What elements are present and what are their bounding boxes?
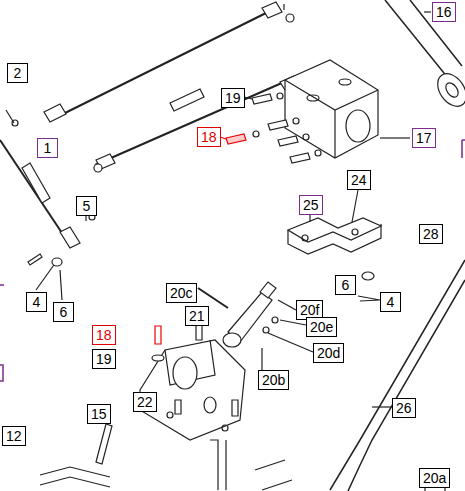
callout-number: 21 bbox=[185, 306, 209, 326]
callout-number: 20a bbox=[419, 468, 450, 488]
callout-number: 4 bbox=[26, 292, 47, 312]
callout-number: 4 bbox=[380, 292, 401, 312]
callout-number: 18 bbox=[197, 127, 221, 147]
callout-number: 2 bbox=[7, 63, 28, 83]
callout-number: 6 bbox=[335, 275, 356, 295]
callout-number: 19 bbox=[92, 349, 116, 369]
callout-number: 18 bbox=[92, 325, 116, 345]
callout-number: 20e bbox=[306, 317, 337, 337]
callout-number: 1 bbox=[37, 138, 58, 158]
callout-number: 22 bbox=[133, 392, 157, 412]
callout-number: 12 bbox=[2, 426, 26, 446]
callout-number: 20d bbox=[313, 343, 344, 363]
callout-number: 15 bbox=[87, 404, 111, 424]
callout-number: 5 bbox=[76, 196, 97, 216]
callout-number: 20c bbox=[166, 283, 197, 303]
callout-number: 16 bbox=[432, 2, 456, 22]
callout-number: 17 bbox=[412, 128, 436, 148]
callout-number: 20b bbox=[258, 370, 289, 390]
callout-number: 24 bbox=[347, 170, 371, 190]
callout-number: 6 bbox=[53, 302, 74, 322]
callout-number: 28 bbox=[419, 224, 443, 244]
callout-number: 25 bbox=[299, 195, 323, 215]
callout-number: 26 bbox=[392, 398, 416, 418]
callout-number: 19 bbox=[221, 88, 245, 108]
